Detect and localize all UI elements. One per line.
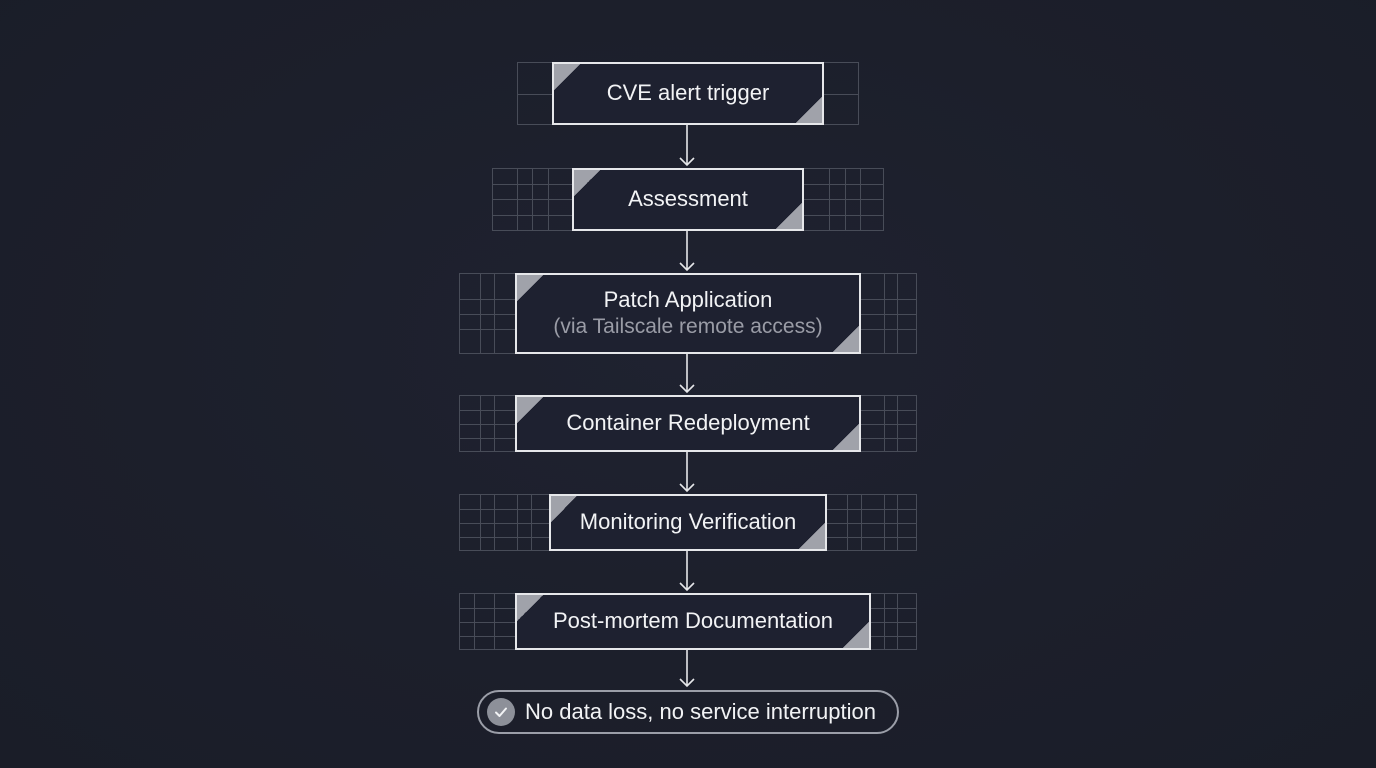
node-label: Patch Application [603, 287, 773, 313]
arrow-down-icon [677, 125, 697, 168]
corner-accent [517, 595, 543, 621]
corner-accent [833, 326, 859, 352]
corner-accent [796, 97, 822, 123]
corner-accent [776, 203, 802, 229]
corner-accent [551, 496, 577, 522]
corner-accent [799, 523, 825, 549]
node-assessment: Assessment [572, 168, 804, 231]
outcome-label: No data loss, no service interruption [525, 699, 876, 724]
corner-accent [574, 170, 600, 196]
corner-accent [554, 64, 580, 90]
corner-accent [517, 397, 543, 423]
node-label: Assessment [628, 186, 748, 212]
node-label: Container Redeployment [566, 410, 810, 436]
arrow-down-icon [677, 354, 697, 395]
node-post-mortem-documentation: Post-mortem Documentation [515, 593, 871, 650]
arrow-down-icon [677, 650, 697, 688]
check-circle-icon [487, 698, 515, 726]
node-label: Monitoring Verification [579, 509, 797, 535]
outcome-pill: No data loss, no service interruption [477, 690, 899, 734]
node-label: Post-mortem Documentation [553, 608, 833, 634]
node-patch-application: Patch Application (via Tailscale remote … [515, 273, 861, 354]
corner-accent [517, 275, 543, 301]
node-sublabel: (via Tailscale remote access) [553, 315, 823, 339]
corner-accent [843, 622, 869, 648]
node-monitoring-verification: Monitoring Verification [549, 494, 827, 551]
node-container-redeployment: Container Redeployment [515, 395, 861, 452]
arrow-down-icon [677, 551, 697, 593]
arrow-down-icon [677, 452, 697, 494]
arrow-down-icon [677, 231, 697, 273]
corner-accent [833, 424, 859, 450]
node-cve-alert-trigger: CVE alert trigger [552, 62, 824, 125]
node-label: CVE alert trigger [606, 80, 770, 106]
